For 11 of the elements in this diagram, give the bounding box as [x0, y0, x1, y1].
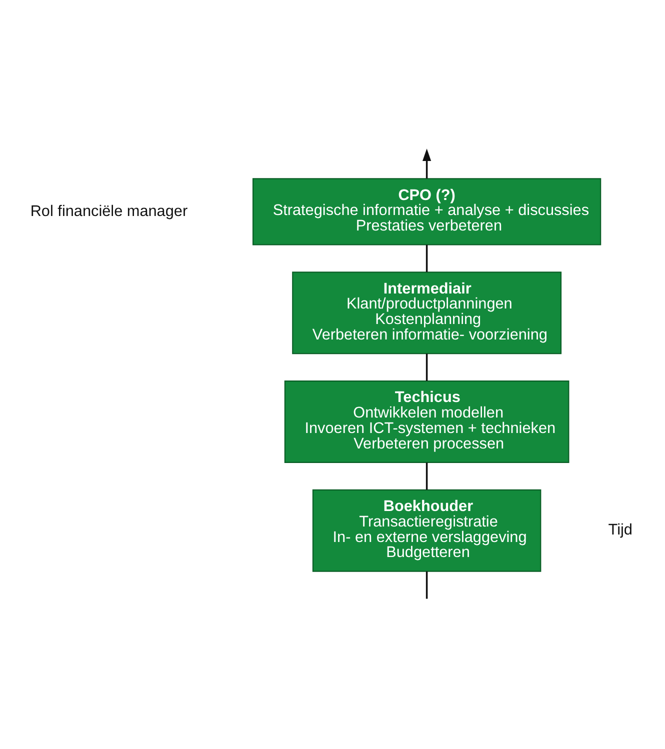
node-box: Techicus Ontwikkelen modellen Invoeren ICT-systemen + technieken Verbeteren processen	[284, 380, 570, 462]
node-box: Boekhouder Transactieregistratie In- en externe verslaggeving Budgetteren	[312, 488, 542, 572]
connector	[426, 353, 428, 380]
node-box: Intermediair Klant/productplanningen Kostenplanning Verbeteren informatie- voorziening	[292, 271, 562, 354]
node-box: CPO (?) Strategische informatie + analyse + discussies Prestaties verbeteren	[252, 178, 602, 245]
arrow	[422, 148, 432, 178]
label: Rol financiële manager	[30, 202, 188, 220]
connector	[426, 244, 428, 272]
connector	[426, 570, 428, 598]
connector	[426, 462, 428, 490]
label: Tijd	[608, 521, 632, 538]
